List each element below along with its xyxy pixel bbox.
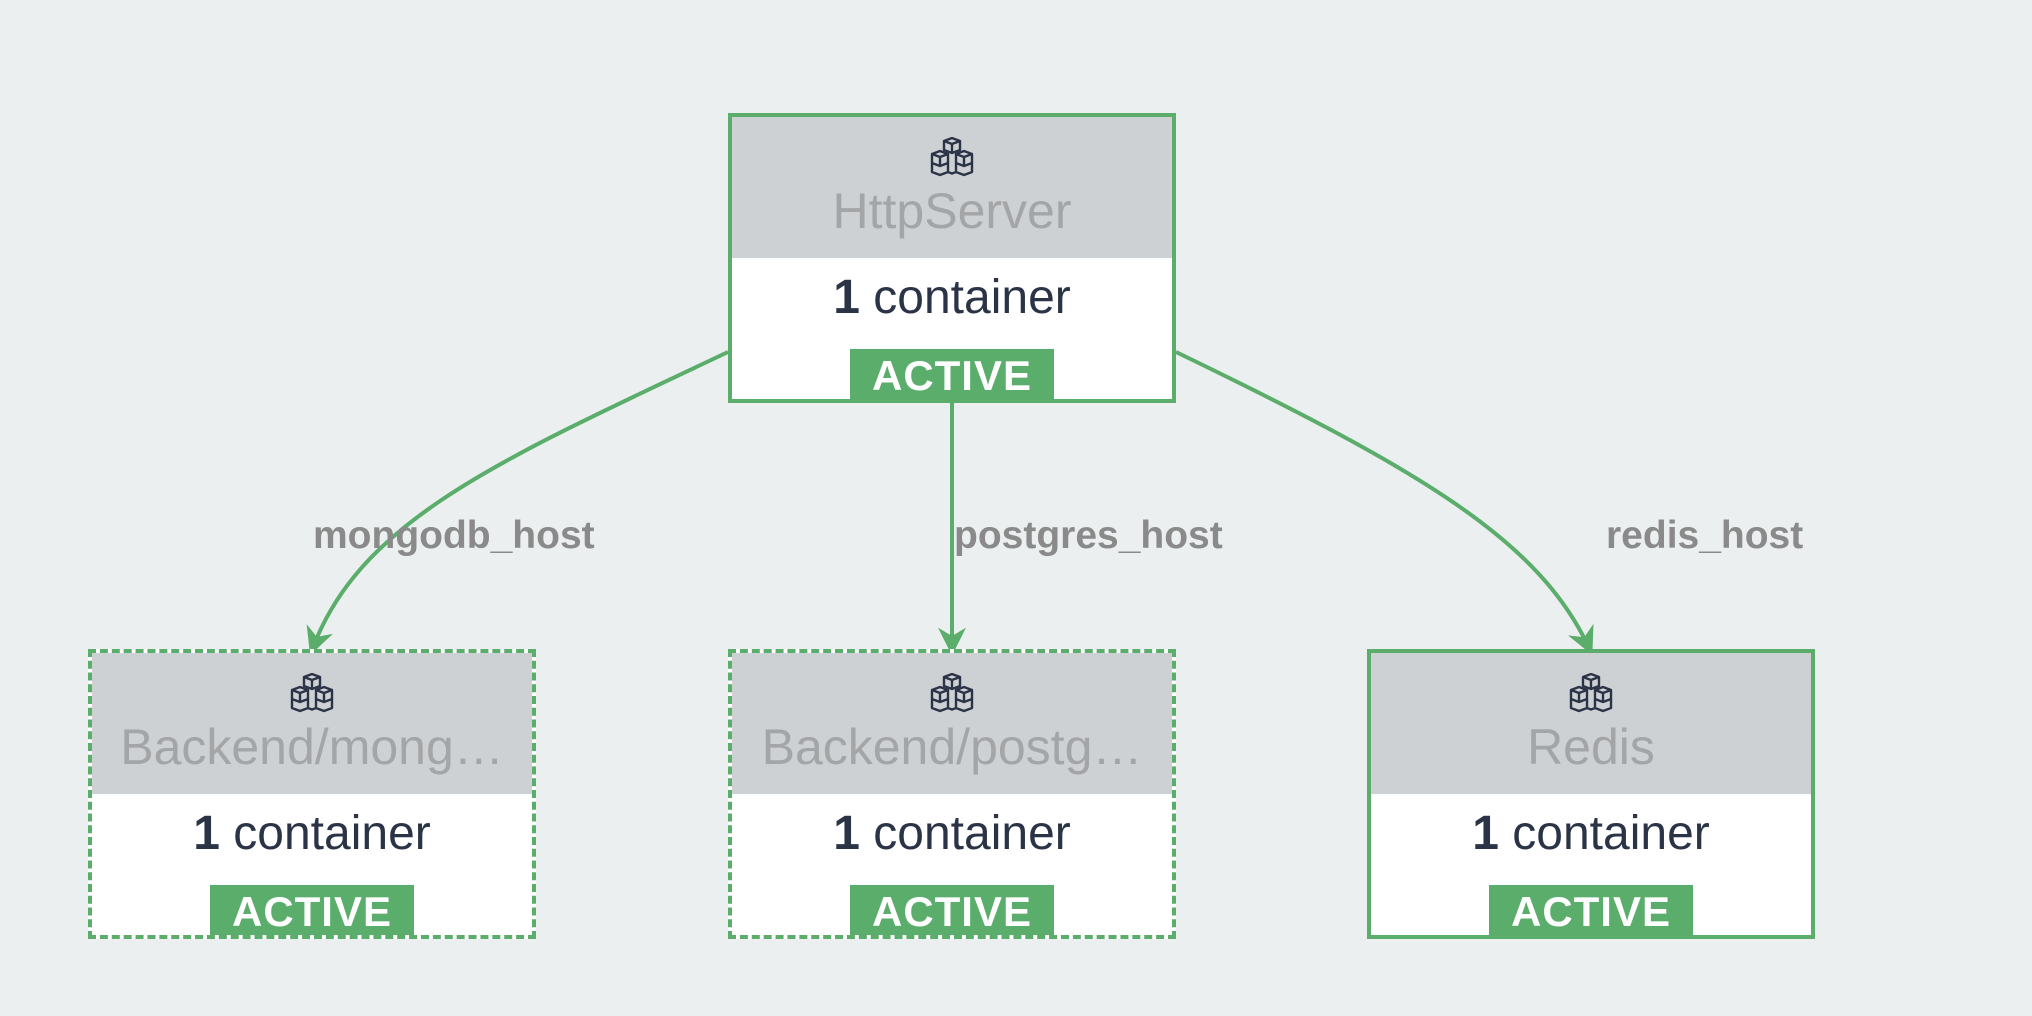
service-node-redis[interactable]: Redis 1 container ACTIVE (1367, 649, 1815, 939)
service-node-header: Redis (1371, 653, 1811, 794)
edge-label-postgres-host: postgres_host (954, 514, 1223, 557)
service-name: Backend/postg… (761, 719, 1143, 775)
status-badge[interactable]: ACTIVE (209, 885, 415, 935)
edge-redis-host[interactable] (1175, 350, 1594, 656)
container-count-label: container (873, 807, 1071, 860)
service-node-httpserver[interactable]: HttpServer 1 container ACTIVE (728, 113, 1176, 403)
container-count-number: 1 (193, 807, 220, 860)
service-node-header: Backend/mong… (92, 653, 532, 794)
service-name: Redis (1527, 719, 1655, 775)
container-count-number: 1 (833, 807, 860, 860)
edge-mongodb-host[interactable] (306, 350, 729, 656)
containers-stack-icon (930, 673, 974, 713)
edge-label-redis-host: redis_host (1606, 514, 1803, 557)
container-count: 1 container (92, 806, 532, 862)
status-badge[interactable]: ACTIVE (849, 349, 1055, 399)
container-count: 1 container (732, 806, 1172, 862)
service-name: HttpServer (832, 183, 1072, 239)
status-badge[interactable]: ACTIVE (1488, 885, 1694, 935)
container-count: 1 container (1371, 806, 1811, 862)
containers-stack-icon (930, 137, 974, 177)
container-count: 1 container (732, 270, 1172, 326)
service-node-header: HttpServer (732, 117, 1172, 258)
container-count-label: container (873, 271, 1071, 324)
service-node-backend-postgres[interactable]: Backend/postg… 1 container ACTIVE (728, 649, 1176, 939)
container-count-label: container (1512, 807, 1710, 860)
containers-stack-icon (290, 673, 334, 713)
service-node-backend-mongo[interactable]: Backend/mong… 1 container ACTIVE (88, 649, 536, 939)
container-count-number: 1 (1472, 807, 1499, 860)
service-name: Backend/mong… (120, 719, 504, 775)
container-count-number: 1 (833, 271, 860, 324)
containers-stack-icon (1569, 673, 1613, 713)
edge-label-mongodb-host: mongodb_host (313, 514, 595, 557)
container-count-label: container (233, 807, 431, 860)
status-badge[interactable]: ACTIVE (849, 885, 1055, 935)
service-node-header: Backend/postg… (732, 653, 1172, 794)
